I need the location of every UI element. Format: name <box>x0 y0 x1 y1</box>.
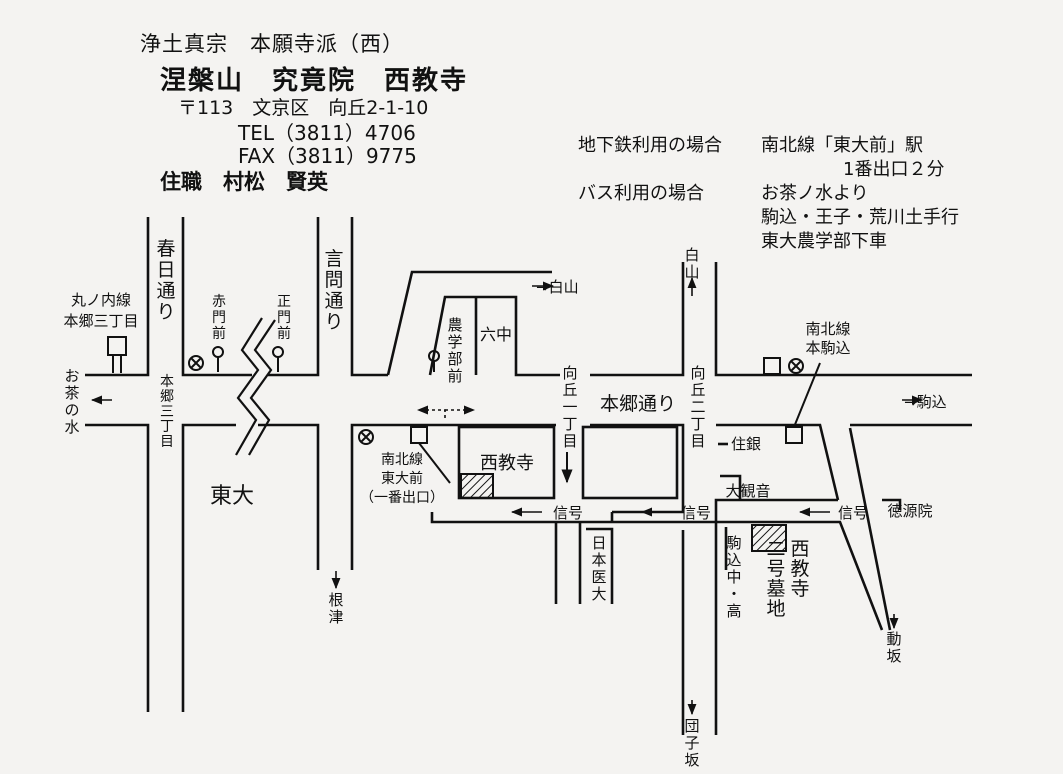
label-komagome-chuko: 駒込中・高 <box>726 534 741 620</box>
head-priest: 住職 村松 賢英 <box>160 170 328 194</box>
label-sumigin: 住銀 <box>731 435 761 453</box>
label-tokugenin: 徳源院 <box>887 502 932 520</box>
label-nanboku-honkomagome: 南北線本駒込 <box>805 320 850 357</box>
access-line: 東大農学部下車 <box>761 231 887 252</box>
sect-name: 浄土真宗 本願寺派（西） <box>140 32 404 56</box>
cemetery-site <box>751 524 787 552</box>
access-line: お茶ノ水より <box>761 183 869 204</box>
access-key: バス利用の場合 <box>578 183 704 204</box>
label-hakusan-up: 白山 <box>684 246 699 281</box>
label-kasuga-dori: 春日通り <box>156 238 175 323</box>
label-nanboku-todaimae: 南北線東大前（一番出口） <box>360 452 444 506</box>
phone-number: TEL（3811）4706 <box>238 121 416 145</box>
label-nippon-idai: 日本医大 <box>591 534 606 603</box>
zigzag-wall <box>235 317 276 456</box>
label-signal-3: 信号 <box>838 504 868 522</box>
label-hongo3-station: 丸ノ内線本郷三丁目 <box>63 291 138 330</box>
temple-name: 涅槃山 究竟院 西教寺 <box>160 66 469 96</box>
access-info: 地下鉄利用の場合 南北線「東大前」駅 1番出口２分 バス利用の場合 お茶ノ水より… <box>578 134 959 254</box>
access-key: 地下鉄利用の場合 <box>578 135 722 156</box>
fax-number: FAX（3811）9775 <box>238 144 417 168</box>
label-signal-2: 信号 <box>681 504 711 522</box>
label-mukogaoka-2: 向丘二丁目 <box>690 364 705 450</box>
label-akamon: 赤門前 <box>212 294 226 342</box>
map-labels: 春日通り 言問通り 丸ノ内線本郷三丁目 お茶の水 本郷三丁目 赤門前 正門前 東… <box>63 238 946 769</box>
saikyoji-site <box>460 473 494 499</box>
direction-arrows <box>90 276 924 716</box>
label-nougakubu-mae: 農学部前 <box>447 316 462 385</box>
address: 〒113 文京区 向丘2-1-10 <box>178 97 429 119</box>
label-kototoi-dori: 言問通り <box>324 248 343 333</box>
label-hakusan: →白山 <box>536 278 579 296</box>
label-signal-1: 信号 <box>553 504 583 522</box>
label-dangozaka: 団子坂 <box>684 717 699 769</box>
access-line: 1番出口２分 <box>825 159 945 180</box>
label-rokuchu: 六中 <box>480 325 512 344</box>
label-seimon: 正門前 <box>277 294 291 342</box>
label-dozaka: 動坂 <box>886 630 901 665</box>
label-cemetery: 西教寺二号墓地 <box>766 538 809 620</box>
label-komagome: →駒込 <box>904 393 947 411</box>
subway-access: 地下鉄利用の場合 南北線「東大前」駅 1番出口２分 <box>578 134 959 182</box>
label-saikyoji: 西教寺 <box>480 453 534 474</box>
label-mukogaoka-1: 向丘一丁目 <box>562 364 577 450</box>
station-symbols <box>107 336 821 484</box>
label-hongo-dori: 本郷通り <box>600 393 676 415</box>
access-line: 南北線「東大前」駅 <box>761 135 923 156</box>
road-lines <box>85 217 972 735</box>
access-line: 駒込・王子・荒川土手行 <box>761 207 959 228</box>
bus-access: バス利用の場合 お茶ノ水より 駒込・王子・荒川土手行 東大農学部下車 <box>578 182 959 254</box>
label-daikannon: 大観音 <box>725 482 770 500</box>
label-nezu: 根津 <box>328 591 343 626</box>
label-ochanomizu: お茶の水 <box>64 367 79 436</box>
label-hongo3-crossing: 本郷三丁目 <box>160 374 174 450</box>
label-todai: 東大 <box>210 484 254 509</box>
